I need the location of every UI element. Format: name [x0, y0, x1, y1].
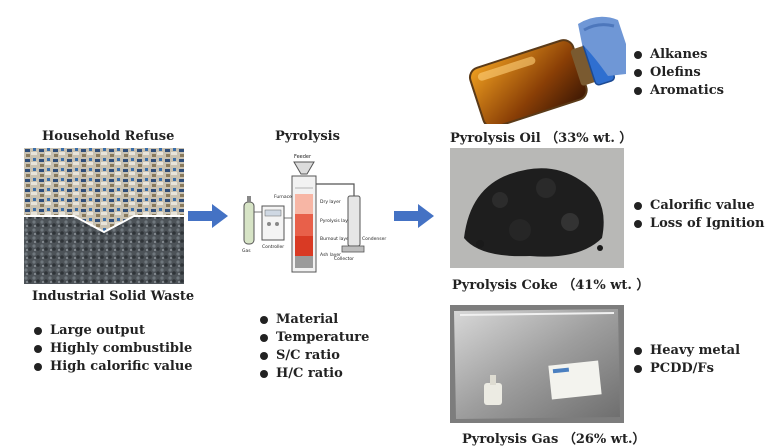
gas-pollutants-list: Heavy metal PCDD/Fs	[632, 342, 740, 378]
reactor-schematic: Feeder Dry layer Pyrolysis layer Burnout…	[242, 154, 386, 273]
pyrolysis-layer-label: Pyrolysis layer	[320, 218, 353, 224]
coke-properties-list: Calorific value Loss of Ignition	[632, 197, 764, 233]
gas-bag-image	[450, 305, 624, 423]
factor-item: Material	[258, 311, 369, 329]
pyrolysis-title: Pyrolysis	[275, 129, 340, 144]
feature-item: Large output	[32, 322, 193, 340]
ash-layer-label: Ash layer	[320, 252, 341, 258]
oil-jar-image	[468, 16, 626, 124]
factor-item: Temperature	[258, 329, 369, 347]
household-refuse-label: Household Refuse	[42, 129, 175, 144]
oil-item: Alkanes	[632, 46, 724, 64]
feedstock-features-list: Large output Highly combustible High cal…	[32, 322, 193, 376]
furnace-label: Furnace	[274, 194, 292, 200]
pyrolysis-gas-photo	[450, 305, 624, 423]
burnout-layer-label: Burnout layer	[320, 236, 351, 242]
pyrolysis-gas-label: Pyrolysis Gas （26% wt.）	[462, 432, 646, 447]
oil-item: Aromatics	[632, 82, 724, 100]
feeder-label: Feeder	[294, 154, 312, 160]
pyrolysis-factors-list: Material Temperature S/C ratio H/C ratio	[258, 311, 369, 383]
gas-label: Gas	[242, 248, 251, 254]
feature-item: Highly combustible	[32, 340, 193, 358]
pyrolysis-reactor-diagram: Feeder Dry layer Pyrolysis layer Burnout…	[234, 148, 394, 278]
pyrolysis-oil-label: Pyrolysis Oil （33% wt. ）	[450, 131, 633, 146]
oil-composition-list: Alkanes Olefins Aromatics	[632, 46, 724, 100]
pyrolysis-oil-photo	[458, 4, 626, 124]
factor-item: S/C ratio	[258, 347, 369, 365]
waste-photo	[24, 148, 184, 284]
factor-item: H/C ratio	[258, 365, 369, 383]
pyrolysis-coke-label: Pyrolysis Coke （41% wt. ）	[452, 278, 650, 293]
arrow-right-icon	[394, 204, 434, 228]
controller-label: Controller	[262, 244, 284, 250]
industrial-solid-waste-label: Industrial Solid Waste	[32, 289, 195, 304]
coke-image	[450, 148, 624, 268]
dry-layer-label: Dry layer	[320, 199, 341, 205]
collector-label: Collector	[334, 256, 354, 262]
condenser-label: Condenser	[362, 236, 386, 242]
gas-item: Heavy metal	[632, 342, 740, 360]
coke-item: Loss of Ignition	[632, 215, 764, 233]
feature-item: High calorific value	[32, 358, 193, 376]
arrow-right-icon	[188, 204, 228, 228]
coke-item: Calorific value	[632, 197, 764, 215]
oil-item: Olefins	[632, 64, 724, 82]
waste-image	[24, 148, 184, 284]
pyrolysis-coke-photo	[450, 148, 624, 268]
gas-item: PCDD/Fs	[632, 360, 740, 378]
